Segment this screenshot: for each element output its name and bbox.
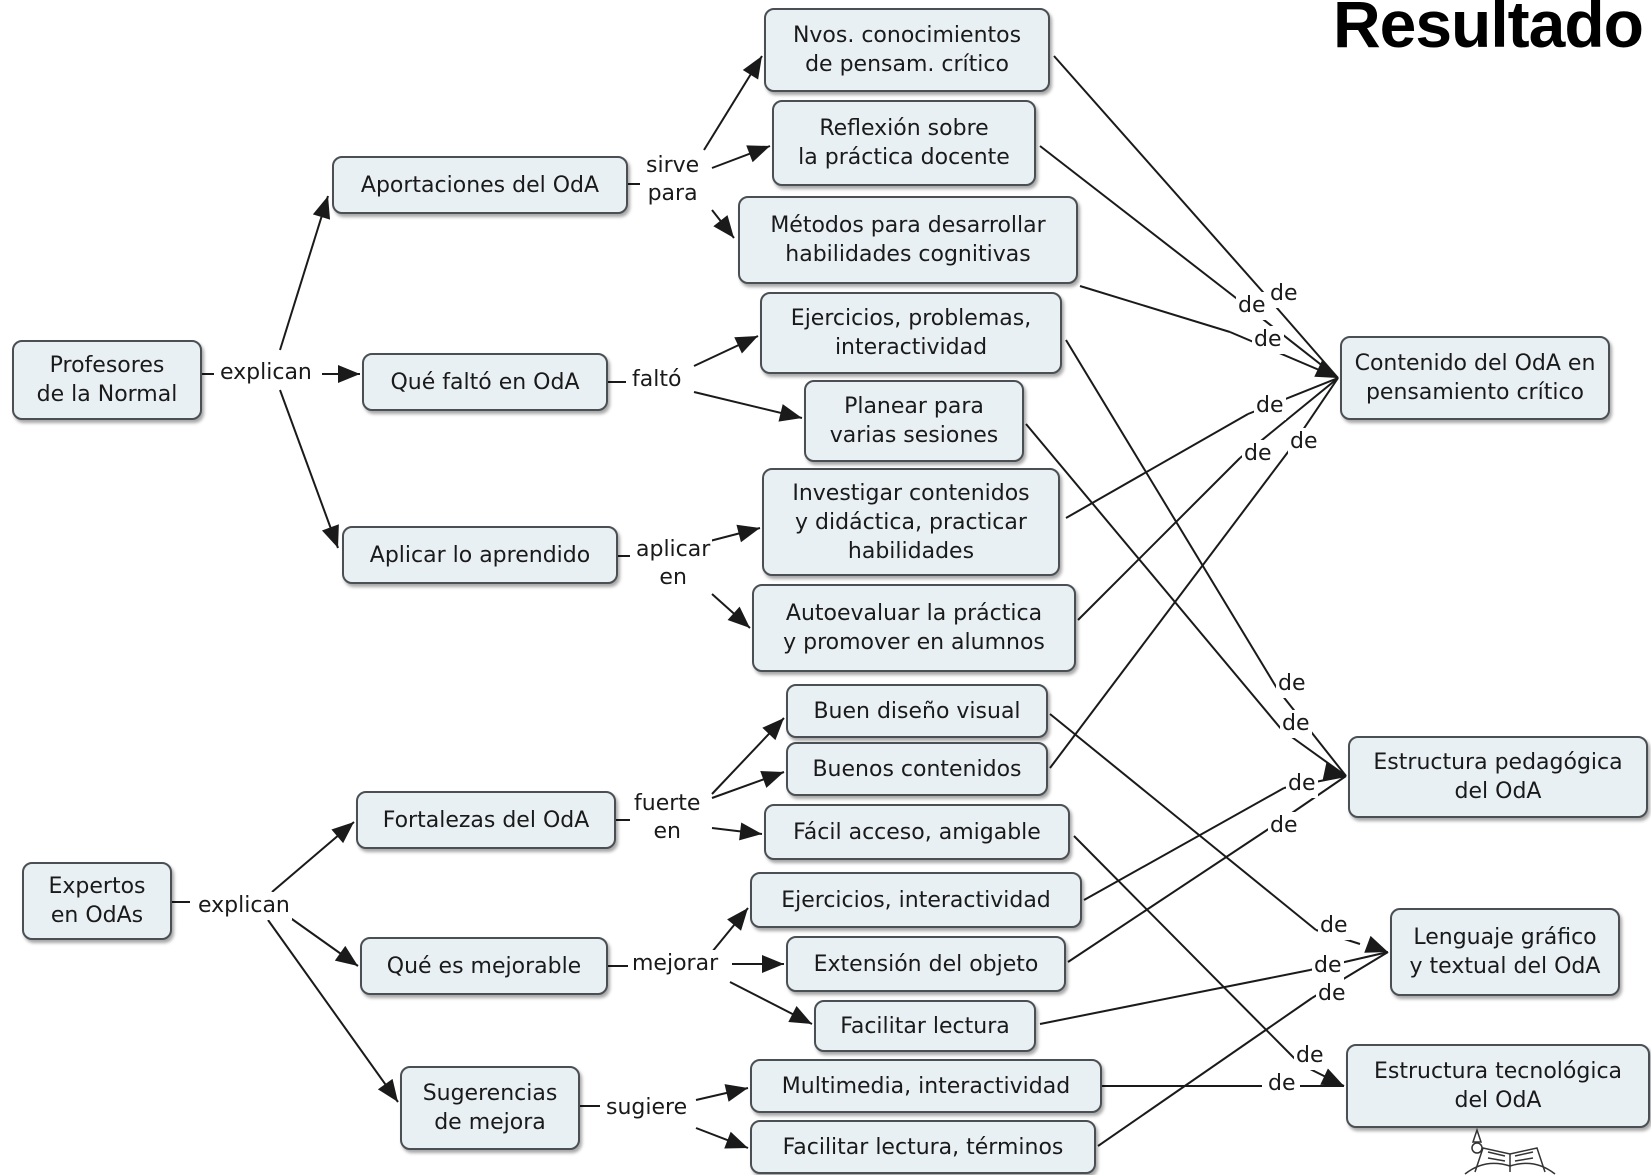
link-de: de bbox=[1286, 770, 1318, 798]
link-explican-profesores: explican bbox=[218, 359, 314, 387]
node-estructura-tecnologica: Estructura tecnológica del OdA bbox=[1346, 1044, 1650, 1128]
connector-line bbox=[1097, 997, 1313, 1147]
arrowhead bbox=[778, 404, 802, 422]
link-de: de bbox=[1236, 292, 1268, 320]
link-falto: faltó bbox=[630, 366, 684, 394]
link-de: de bbox=[1294, 1042, 1326, 1070]
connector-line bbox=[1049, 713, 1317, 931]
page-title: Resultado bbox=[1332, 0, 1644, 61]
node-buenos-contenidos: Buenos contenidos bbox=[786, 742, 1048, 796]
arrowhead bbox=[788, 1005, 812, 1024]
node-expertos: Expertos en OdAs bbox=[22, 862, 172, 940]
node-lenguaje-grafico: Lenguaje gráfico y textual del OdA bbox=[1390, 908, 1620, 996]
connector-line bbox=[1025, 423, 1283, 731]
node-que-falto: Qué faltó en OdA bbox=[362, 353, 608, 411]
arrowhead bbox=[1322, 762, 1346, 781]
arrowhead bbox=[734, 336, 758, 354]
connector-line bbox=[1083, 787, 1285, 901]
arrowhead bbox=[746, 145, 770, 163]
link-explican-expertos: explican bbox=[196, 892, 292, 920]
connector-line bbox=[1039, 145, 1237, 299]
connector-line bbox=[1077, 457, 1241, 621]
arrowhead bbox=[727, 606, 750, 628]
link-de: de bbox=[1316, 980, 1348, 1008]
connector-line bbox=[1049, 451, 1289, 769]
connector-line bbox=[1073, 835, 1301, 1065]
arrowhead bbox=[762, 718, 784, 741]
link-de: de bbox=[1268, 280, 1300, 308]
node-multimedia: Multimedia, interactividad bbox=[750, 1059, 1102, 1113]
arrowhead bbox=[739, 822, 762, 841]
arrowhead bbox=[321, 524, 339, 548]
connector-line bbox=[1039, 969, 1311, 1025]
connector-line bbox=[1053, 55, 1271, 301]
node-aplicar: Aplicar lo aprendido bbox=[342, 526, 618, 584]
arrowhead bbox=[742, 56, 762, 80]
link-de: de bbox=[1318, 912, 1350, 940]
link-de: de bbox=[1312, 952, 1344, 980]
node-investigar: Investigar contenidos y didáctica, pract… bbox=[762, 468, 1060, 576]
node-extension: Extensión del objeto bbox=[786, 936, 1066, 992]
arrowhead bbox=[338, 365, 360, 383]
arrowhead bbox=[760, 771, 784, 788]
node-ejercicios-interactividad: Ejercicios, interactividad bbox=[750, 872, 1082, 928]
node-facil-acceso: Fácil acceso, amigable bbox=[764, 804, 1070, 860]
arrowhead bbox=[727, 908, 748, 931]
node-mejorable: Qué es mejorable bbox=[360, 937, 608, 995]
node-buen-diseno: Buen diseño visual bbox=[786, 684, 1048, 738]
link-de: de bbox=[1252, 326, 1284, 354]
node-facilitar-lectura: Facilitar lectura bbox=[814, 1000, 1036, 1052]
node-profesores: Profesores de la Normal bbox=[12, 340, 202, 420]
connector-line bbox=[1065, 413, 1249, 519]
book-logo-icon bbox=[1464, 1128, 1556, 1175]
node-nvos-conocimientos: Nvos. conocimientos de pensam. crítico bbox=[764, 8, 1050, 92]
link-de: de bbox=[1280, 710, 1312, 738]
node-fortalezas: Fortalezas del OdA bbox=[356, 791, 616, 849]
node-ejercicios-problemas: Ejercicios, problemas, interactividad bbox=[760, 292, 1062, 374]
arrowhead bbox=[1314, 360, 1338, 378]
arrowhead bbox=[377, 1078, 398, 1102]
connector-line bbox=[1079, 285, 1231, 333]
link-de: de bbox=[1276, 670, 1308, 698]
node-sugerencias: Sugerencias de mejora bbox=[400, 1066, 580, 1150]
node-facilitar-terminos: Facilitar lectura, términos bbox=[750, 1120, 1096, 1174]
link-mejorar: mejorar bbox=[630, 950, 721, 978]
arrowhead bbox=[334, 945, 358, 966]
link-de: de bbox=[1242, 440, 1274, 468]
arrowhead bbox=[1320, 1068, 1344, 1086]
connector-line bbox=[1065, 339, 1279, 691]
arrowhead bbox=[762, 955, 784, 973]
arrowhead bbox=[724, 1131, 748, 1149]
arrowhead bbox=[312, 196, 331, 220]
node-metodos: Métodos para desarrollar habilidades cog… bbox=[738, 196, 1078, 284]
node-aportaciones: Aportaciones del OdA bbox=[332, 156, 628, 214]
connector-line bbox=[267, 919, 399, 1103]
node-autoevaluar: Autoevaluar la práctica y promover en al… bbox=[752, 584, 1076, 672]
connector-line bbox=[1269, 299, 1339, 379]
node-reflexion: Reflexión sobre la práctica docente bbox=[772, 100, 1036, 186]
connector-line bbox=[1067, 827, 1271, 963]
arrowhead bbox=[724, 1084, 748, 1102]
node-contenido-pensamiento: Contenido del OdA en pensamiento crítico bbox=[1340, 336, 1610, 420]
link-fuerte-en: fuerte en bbox=[632, 790, 703, 846]
arrowhead bbox=[713, 215, 734, 238]
link-de: de bbox=[1266, 1070, 1298, 1098]
link-de: de bbox=[1268, 812, 1300, 840]
arrowhead bbox=[331, 822, 354, 844]
node-planear: Planear para varias sesiones bbox=[804, 380, 1024, 462]
arrowhead bbox=[1364, 935, 1388, 953]
connector-line bbox=[1277, 689, 1347, 777]
node-estructura-pedagogica: Estructura pedagógica del OdA bbox=[1348, 736, 1648, 818]
link-sugiere: sugiere bbox=[604, 1094, 690, 1122]
link-de: de bbox=[1288, 428, 1320, 456]
link-sirve-para: sirve para bbox=[644, 152, 702, 208]
link-de: de bbox=[1254, 392, 1286, 420]
arrowhead bbox=[736, 524, 760, 543]
connector-line bbox=[279, 195, 329, 351]
connector-line bbox=[279, 389, 339, 549]
link-aplicar-en: aplicar en bbox=[634, 536, 713, 592]
